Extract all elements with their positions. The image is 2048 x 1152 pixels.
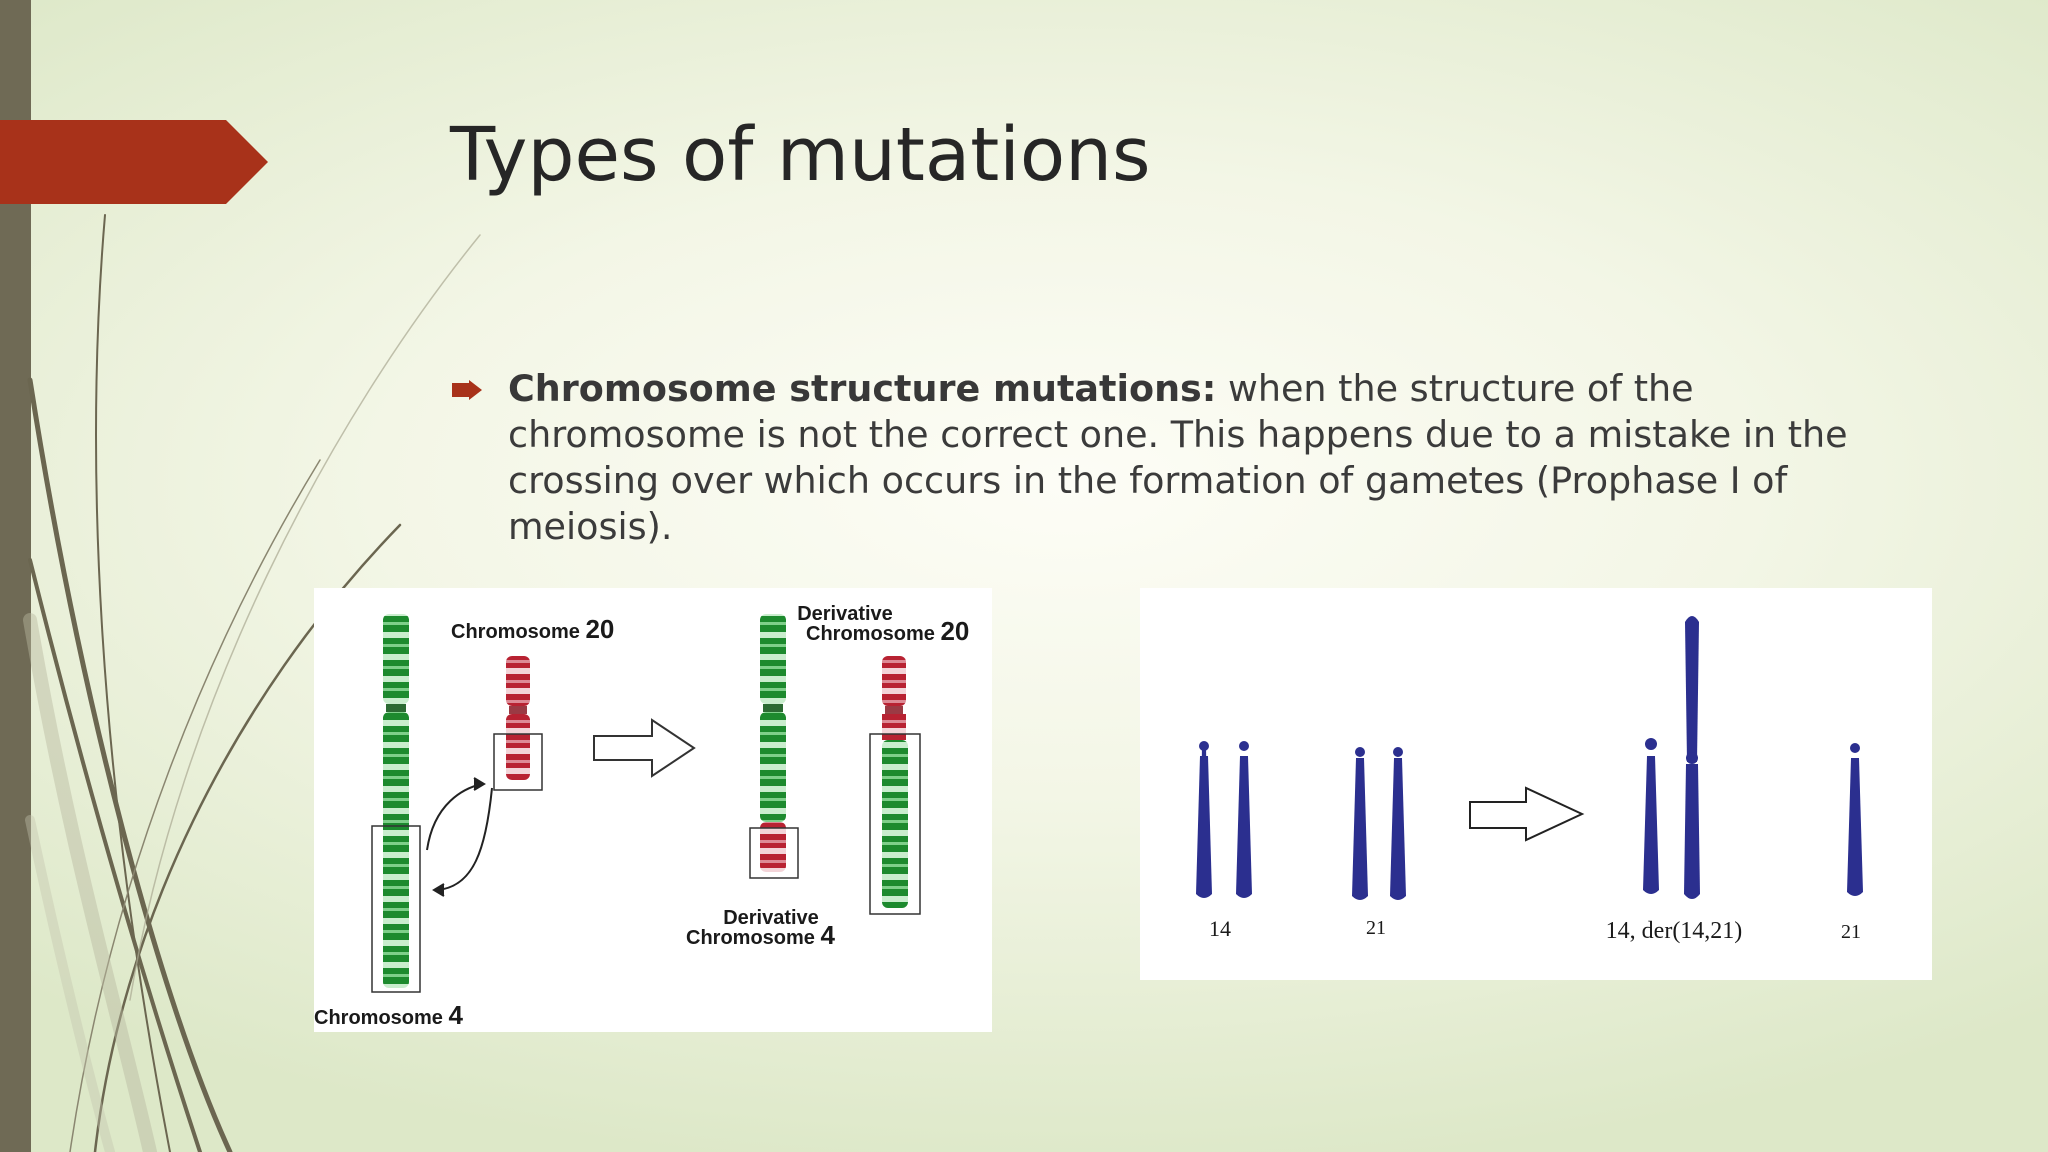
chromosome-21-pair xyxy=(1352,747,1406,900)
label-21-left: 21 xyxy=(1366,917,1386,939)
derivative-chromosome-4 xyxy=(749,614,799,879)
label-der-14-21: 14, der(14,21) xyxy=(1606,918,1743,944)
derivative-4-label-line2: Chromosome 4 xyxy=(686,920,835,950)
swoosh-line xyxy=(69,459,321,1152)
swoosh-line xyxy=(25,815,115,1152)
arrow-bullet-icon xyxy=(452,380,482,400)
swoosh-line xyxy=(27,377,233,1152)
bullet-bold-term: Chromosome structure mutations: xyxy=(508,367,1217,410)
chromosome-20 xyxy=(493,656,543,791)
swoosh-line xyxy=(23,613,157,1152)
label-21-right: 21 xyxy=(1841,921,1861,943)
swoosh-line xyxy=(28,558,202,1152)
derivative-20-label-line1: Derivative xyxy=(797,603,893,625)
derivative-chromosome-20 xyxy=(869,656,921,915)
derivative-chromosome-14-21 xyxy=(1684,616,1700,899)
swoosh-line xyxy=(95,214,171,1152)
exchange-arrow xyxy=(426,777,493,897)
chromosome-14-single xyxy=(1643,738,1659,894)
slide-title: Types of mutations xyxy=(450,112,1151,198)
transformation-arrow-icon xyxy=(1469,786,1585,842)
chromosome-4-label: Chromosome 4 xyxy=(314,1000,463,1030)
derivative-4-label-line1: Derivative xyxy=(723,907,819,929)
robertsonian-translocation-diagram: 14 21 14, der(14,21) 21 xyxy=(1140,588,1932,980)
bullet-text: Chromosome structure mutations: when the… xyxy=(508,366,1928,550)
big-right-arrow-icon xyxy=(593,718,696,778)
title-accent-arrow xyxy=(0,120,268,204)
swoosh-line xyxy=(129,234,481,1001)
chromosome-4 xyxy=(371,614,421,993)
chromosome-14-pair xyxy=(1196,741,1252,898)
chromosome-20-label: Chromosome 20 xyxy=(451,614,614,644)
translocation-diagram: Chromosome 20 Chromosome 4 Derivative Ch… xyxy=(314,588,992,1032)
bullet-body: when the structure of the chromosome is … xyxy=(508,367,1848,548)
derivative-20-label-line2: Chromosome 20 xyxy=(806,616,969,646)
label-14: 14 xyxy=(1209,916,1231,941)
chromosome-21-single xyxy=(1847,743,1863,896)
